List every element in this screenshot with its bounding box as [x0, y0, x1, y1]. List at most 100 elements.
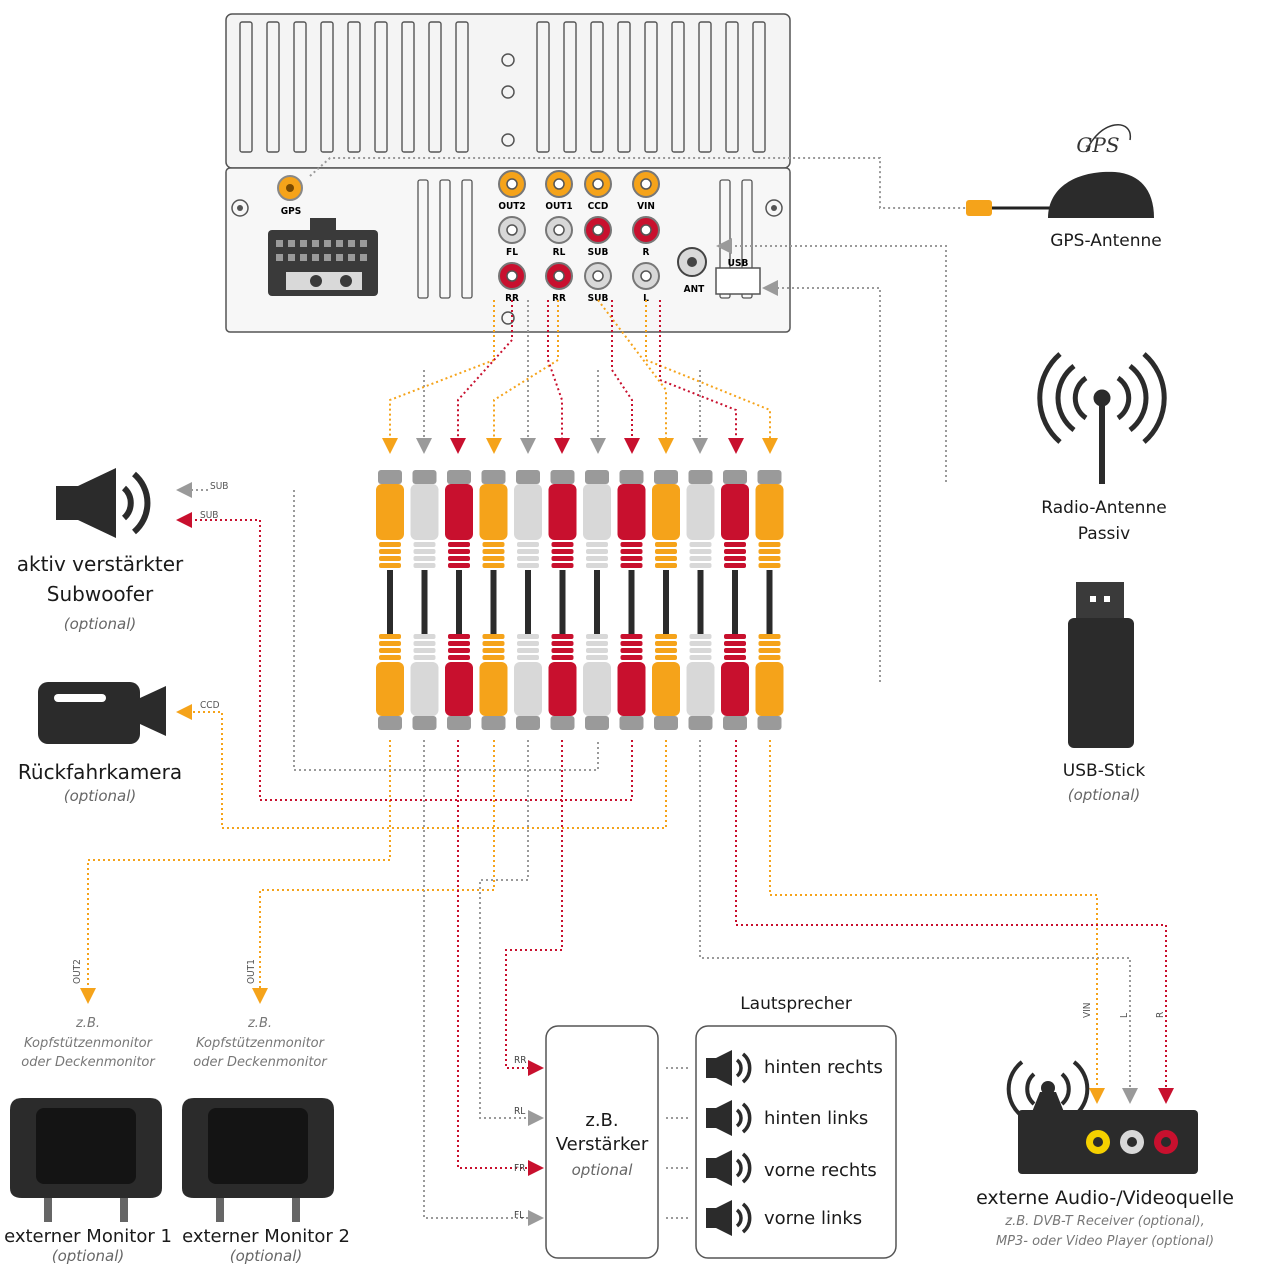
plug-ridge — [724, 634, 746, 639]
plug-ridge — [517, 648, 539, 653]
external-source-hint-1: z.B. DVB-T Receiver (optional), — [1005, 1214, 1205, 1229]
cable-wire — [697, 570, 704, 634]
plug-tip — [585, 470, 609, 484]
side-vent — [461, 179, 473, 299]
speaker-icon — [706, 1108, 716, 1128]
wires-grey — [176, 157, 1138, 1226]
plug-ridge — [620, 563, 643, 568]
plug-ridge — [689, 648, 712, 653]
monitor-2-hint-3: oder Deckenmonitor — [193, 1055, 327, 1070]
plug-ridge — [586, 634, 608, 639]
cable-wire — [766, 570, 773, 634]
port-label-usb: USB — [728, 258, 749, 269]
plug-ridge — [758, 542, 781, 547]
plug-body — [376, 662, 404, 716]
monitor-1-optional: (optional) — [51, 1247, 125, 1265]
usb-port — [715, 267, 761, 295]
sound-wave — [741, 1202, 752, 1234]
plug-ridge — [586, 549, 608, 554]
speakers-box — [695, 1025, 897, 1259]
plug-ridge — [620, 655, 643, 660]
cable-wire — [628, 570, 635, 634]
plug-body — [410, 484, 439, 540]
sound-wave — [735, 1058, 743, 1078]
rca-port-center — [592, 178, 604, 190]
plug-ridge — [413, 655, 436, 660]
plug-body — [686, 484, 715, 540]
cable-wire — [663, 570, 669, 634]
rca-port-center — [640, 224, 652, 236]
monitor-2-optional: (optional) — [229, 1247, 303, 1265]
speaker-cone — [716, 1150, 732, 1186]
speaker-icons — [706, 1050, 752, 1236]
plug-ridge — [655, 549, 677, 554]
heatsink-fin — [698, 21, 712, 153]
plug-ridge — [551, 655, 574, 660]
monitor-1-hint-3: oder Deckenmonitor — [21, 1055, 155, 1070]
radio-antenna-icon — [1037, 352, 1167, 484]
rca-port-center — [640, 178, 652, 190]
rca-port-center — [592, 224, 604, 236]
plug-ridge — [758, 655, 781, 660]
plug-ridge — [517, 549, 539, 554]
plug-tip — [723, 716, 747, 730]
port-label-sub-2: SUB — [588, 293, 609, 304]
speakers-title: Lautsprecher — [740, 994, 852, 1014]
plug-ridge — [448, 655, 470, 660]
plug-ridge — [413, 549, 436, 554]
plug-ridge — [379, 655, 401, 660]
plug-body — [548, 484, 577, 540]
speaker-item-front-right: vorne rechts — [764, 1160, 877, 1181]
plug-ridge — [413, 563, 436, 568]
plug-tip — [378, 470, 402, 484]
plug-tip — [447, 716, 471, 730]
plug-ridge — [448, 549, 470, 554]
line-label-sub-2: SUB — [200, 510, 218, 521]
side-vent — [417, 179, 429, 299]
cable-wire — [387, 570, 393, 634]
heatsink-fin — [536, 21, 550, 153]
plug-ridge — [551, 556, 574, 561]
port-label-sub: SUB — [588, 247, 609, 258]
port-label-r: R — [643, 247, 650, 258]
monitor-1-hint-2: Kopfstützenmonitor — [24, 1036, 152, 1051]
plug-ridge — [517, 563, 539, 568]
cable-wire — [525, 570, 531, 634]
sound-wave — [735, 1108, 743, 1128]
port-label-fl: FL — [506, 247, 518, 258]
monitor-1-label: externer Monitor 1 — [4, 1226, 172, 1247]
plug-ridge — [379, 648, 401, 653]
plug-ridge — [413, 542, 436, 547]
rca-port-center — [640, 270, 652, 282]
plug-ridge — [551, 641, 574, 646]
plug-body — [686, 662, 715, 716]
plug-ridge — [379, 634, 401, 639]
amplifier-optional: optional — [571, 1161, 633, 1179]
plug-body — [583, 662, 611, 716]
connector-pin — [360, 240, 367, 247]
plug-body — [652, 484, 680, 540]
plug-ridge — [655, 641, 677, 646]
heatsink-fin — [563, 21, 577, 153]
camera-label: Rückfahrkamera — [17, 760, 183, 784]
plug-ridge — [379, 556, 401, 561]
plug-ridge — [413, 641, 436, 646]
radio-antenna-label-1: Radio-Antenne — [1041, 498, 1167, 518]
line-label-sub-1: SUB — [210, 481, 228, 492]
connector-pin — [348, 240, 355, 247]
connector-pin — [300, 240, 307, 247]
line-label-r: R — [1155, 1012, 1166, 1018]
plug-body — [617, 662, 646, 716]
plug-ridge — [689, 655, 712, 660]
plug-ridge — [586, 641, 608, 646]
connector-pin — [336, 254, 343, 261]
plug-ridge — [482, 563, 505, 568]
plug-tip — [757, 716, 782, 730]
plug-ridge — [379, 542, 401, 547]
plug-ridge — [482, 542, 505, 547]
connector-pin — [336, 240, 343, 247]
plug-ridge — [724, 542, 746, 547]
plug-ridge — [620, 549, 643, 554]
plug-ridge — [551, 542, 574, 547]
port-label-rr: RR — [505, 293, 519, 304]
